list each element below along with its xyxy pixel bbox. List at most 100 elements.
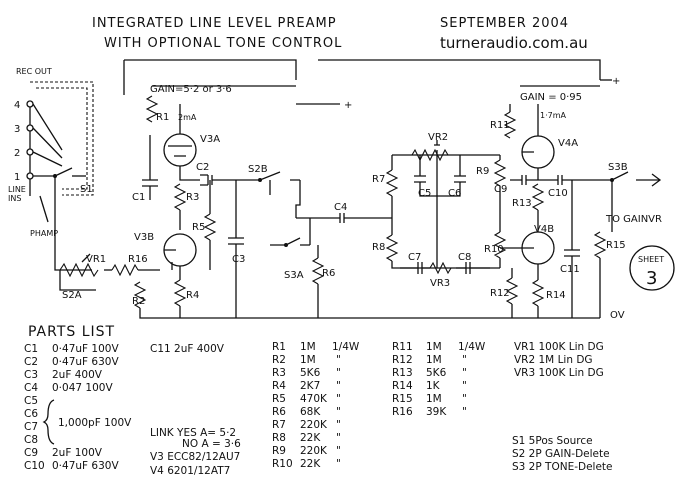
r5-label: R5 (192, 222, 205, 233)
cap-ref: C5 (24, 395, 38, 407)
vr1-label: VR1 (86, 254, 106, 265)
r3-symbol (173, 183, 187, 211)
r6-label: R6 (322, 268, 335, 279)
res-value: 220K (300, 445, 328, 457)
sheet-word: SHEET (638, 255, 664, 264)
cap-ref: C6 (24, 408, 38, 420)
res-ref: R3 (272, 367, 286, 379)
r9-symbol (493, 159, 507, 187)
pot-item: VR3 100K Lin DG (514, 367, 604, 379)
switch-item: S3 2P TONE-Delete (512, 461, 613, 473)
r16-label: R16 (128, 254, 148, 265)
r11-label: R11 (490, 120, 510, 131)
c5-label: C5 (418, 188, 431, 199)
c9-label: C9 (494, 184, 507, 195)
r5-symbol (203, 213, 217, 241)
r1-label: R1 (156, 112, 169, 123)
res-value: 39K (426, 406, 447, 418)
res-unit: " (462, 393, 467, 405)
vr1-symbol (59, 262, 99, 278)
res-unit: " (462, 380, 467, 392)
switch-pos-4: 4 (14, 100, 20, 111)
link-no: NO A = 3·6 (182, 438, 241, 450)
s2a-wire (59, 270, 96, 291)
res-ref: R10 (272, 458, 293, 470)
res-ref: R8 (272, 432, 286, 444)
c5-symbol (414, 155, 440, 197)
res-unit: " (336, 380, 341, 392)
c5-c8-brace (42, 399, 55, 445)
r15-symbol (593, 231, 607, 259)
c2-symbol (200, 174, 240, 186)
res-value: 5K6 (300, 367, 321, 379)
r2-label: R2 (132, 296, 145, 307)
res-ref: R16 (392, 406, 413, 418)
sheet-badge (629, 245, 675, 291)
switch-item: S2 2P GAIN-Delete (512, 448, 610, 460)
phamp-label: PHAMP (30, 229, 58, 238)
res-ref: R2 (272, 354, 286, 366)
res-unit: " (336, 406, 341, 418)
c11-symbol (564, 180, 580, 318)
r16-symbol (111, 263, 139, 277)
r8-label: R8 (372, 242, 385, 253)
vr1-wiper (81, 253, 91, 263)
switch-list: S1 5Pos Source S2 2P GAIN-Delete S3 2P T… (512, 435, 613, 473)
res-unit: " (462, 367, 467, 379)
switch-pos-3: 3 (14, 124, 20, 135)
r7-label: R7 (372, 174, 385, 185)
cap-value: 2uF 100V (52, 447, 103, 459)
res-ref: R12 (392, 354, 413, 366)
v4a-label: V4A (558, 138, 578, 149)
cap-ref: C9 (24, 447, 38, 459)
res-value: 1M (426, 354, 442, 366)
c8-label: C8 (458, 252, 471, 263)
res-unit: " (336, 419, 341, 431)
ov-label: OV (610, 310, 625, 321)
vr3-label: VR3 (430, 278, 450, 289)
c8-symbol (456, 262, 490, 274)
res-value: 1K (426, 380, 441, 392)
r3-label: R3 (186, 192, 199, 203)
pot-item: VR1 100K Lin DG (514, 341, 604, 353)
r12-label: R12 (490, 288, 510, 299)
s1-label: S1 (80, 184, 93, 195)
c11-label: C11 (560, 264, 580, 275)
cap-value: 0·047 100V (52, 382, 113, 394)
res-ref: R4 (272, 380, 286, 392)
s2b-label: S2B (248, 164, 268, 175)
cap-ref: C2 (24, 356, 38, 368)
r4-label: R4 (186, 290, 199, 301)
res-value: 5K6 (426, 367, 447, 379)
c1-symbol (142, 135, 158, 200)
res-unit: " (336, 445, 341, 457)
title-line-1: INTEGRATED LINE LEVEL PREAMP (92, 16, 337, 31)
gain-v4-label: GAIN = 0·95 (520, 92, 582, 103)
valve-v3a (163, 133, 197, 167)
cap-ref: C10 (24, 460, 45, 472)
c6-label: C6 (448, 188, 461, 199)
current-v4: 1·7mA (540, 111, 567, 120)
res-unit: " (462, 354, 467, 366)
res-unit: 1/4W (332, 341, 360, 353)
link-yes: LINK YES A= 5·2 (150, 427, 236, 439)
res-ref: R1 (272, 341, 286, 353)
cap-value: 0·47uF 100V (52, 343, 119, 355)
res-unit: " (462, 406, 467, 418)
r2-symbol (133, 281, 147, 309)
res-value: 2K7 (300, 380, 320, 392)
c9-symbol (510, 175, 538, 185)
r8-symbol (385, 234, 399, 262)
input-wire (54, 176, 92, 271)
res-ref: R7 (272, 419, 286, 431)
res-ref: R9 (272, 445, 286, 457)
parts-list-heading: PARTS LIST (28, 324, 115, 340)
r13-symbol (531, 183, 545, 211)
c3-symbol (228, 180, 244, 318)
res-unit: " (336, 367, 341, 379)
r11-symbol (503, 111, 517, 139)
phamp-arrow (39, 195, 49, 223)
res-value: 22K (300, 432, 321, 444)
res-ref: R13 (392, 367, 413, 379)
cap-ref: C8 (24, 434, 38, 446)
